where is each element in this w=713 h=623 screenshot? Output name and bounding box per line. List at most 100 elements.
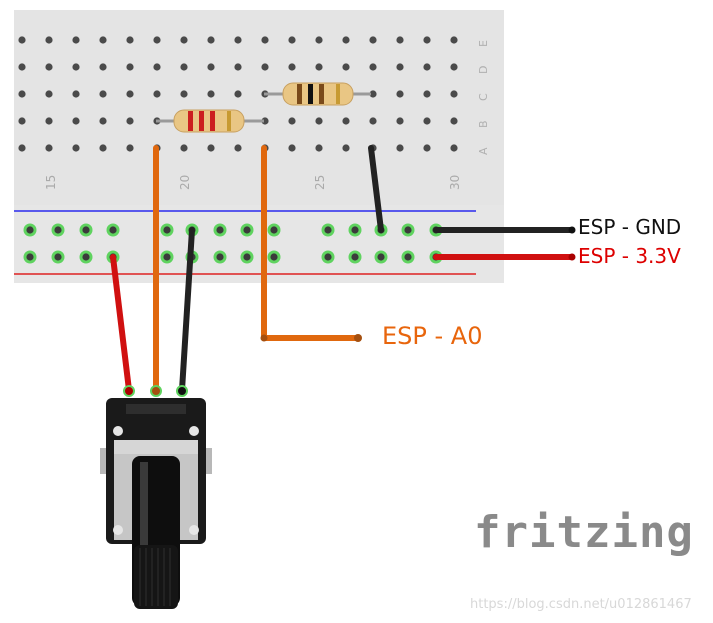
rail-hole: [216, 226, 224, 234]
breadboard-hole: [45, 144, 53, 152]
breadboard-hole: [45, 36, 53, 44]
breadboard-hole: [342, 144, 350, 152]
breadboard-hole: [450, 63, 458, 71]
breadboard-hole: [369, 36, 377, 44]
rail-hole: [26, 253, 34, 261]
breadboard-main: [14, 10, 504, 205]
resistor-1: [156, 109, 264, 133]
breadboard-hole: [18, 90, 26, 98]
breadboard-hole: [207, 90, 215, 98]
rail-hole: [216, 253, 224, 261]
breadboard-hole: [261, 117, 269, 125]
row-letter-e: E: [477, 40, 490, 47]
breadboard-hole: [99, 63, 107, 71]
rail-hole: [270, 226, 278, 234]
wire-red-pot: [110, 254, 132, 393]
breadboard-hole: [396, 144, 404, 152]
breadboard-hole: [72, 63, 80, 71]
breadboard-hole: [99, 36, 107, 44]
breadboard-hole: [18, 63, 26, 71]
breadboard-hole: [423, 90, 431, 98]
label-esp-3v3: ESP - 3.3V: [578, 244, 681, 268]
rail-hole: [324, 253, 332, 261]
wire-black-bridge: [368, 145, 384, 233]
breadboard-hole: [18, 117, 26, 125]
breadboard-hole: [423, 36, 431, 44]
breadboard-hole: [126, 36, 134, 44]
label-esp-gnd: ESP - GND: [578, 215, 682, 239]
breadboard-hole: [99, 117, 107, 125]
col-number-25: 25: [313, 175, 327, 190]
rail-hole: [163, 253, 171, 261]
breadboard-hole: [315, 117, 323, 125]
breadboard-hole: [396, 63, 404, 71]
potentiometer: [100, 385, 212, 609]
breadboard-power-rail: [14, 205, 504, 283]
breadboard-hole: [99, 90, 107, 98]
breadboard-hole: [450, 90, 458, 98]
breadboard-hole: [72, 36, 80, 44]
breadboard-hole: [72, 117, 80, 125]
breadboard-hole: [315, 36, 323, 44]
breadboard-hole: [234, 36, 242, 44]
breadboard-hole: [207, 144, 215, 152]
breadboard-hole: [72, 144, 80, 152]
wire-endpoints: [260, 226, 576, 342]
watermark-url: https://blog.csdn.net/u012861467: [470, 597, 692, 612]
breadboard-hole: [126, 117, 134, 125]
breadboard-hole: [369, 90, 377, 98]
rail-hole: [351, 226, 359, 234]
rail-hole: [26, 226, 34, 234]
breadboard-hole: [126, 63, 134, 71]
breadboard-hole: [261, 63, 269, 71]
wire-black-pot: [179, 227, 195, 393]
rail-hole: [270, 253, 278, 261]
label-esp-a0: ESP - A0: [382, 322, 483, 350]
breadboard-hole: [450, 36, 458, 44]
rail-hole: [163, 226, 171, 234]
breadboard-hole: [288, 117, 296, 125]
row-letter-a: A: [477, 147, 490, 155]
breadboard-hole: [288, 144, 296, 152]
breadboard-hole: [342, 36, 350, 44]
breadboard-hole: [153, 36, 161, 44]
breadboard-hole: [153, 63, 161, 71]
breadboard-hole: [234, 90, 242, 98]
breadboard-hole: [234, 144, 242, 152]
breadboard-hole: [342, 117, 350, 125]
breadboard-hole: [180, 144, 188, 152]
breadboard-hole: [234, 63, 242, 71]
breadboard-hole: [423, 63, 431, 71]
col-number-30: 30: [448, 175, 462, 190]
breadboard-hole: [369, 117, 377, 125]
breadboard-hole: [207, 36, 215, 44]
col-number-20: 20: [178, 175, 192, 190]
breadboard-hole: [396, 90, 404, 98]
breadboard-hole: [342, 63, 350, 71]
breadboard-hole: [207, 63, 215, 71]
rail-hole: [243, 226, 251, 234]
breadboard-hole: [450, 144, 458, 152]
rail-hole: [109, 226, 117, 234]
rail-hole: [54, 226, 62, 234]
breadboard-hole: [423, 144, 431, 152]
breadboard-hole: [45, 90, 53, 98]
breadboard-hole: [288, 36, 296, 44]
rail-hole: [351, 253, 359, 261]
breadboard-hole: [396, 36, 404, 44]
rail-hole: [377, 253, 385, 261]
rail-hole: [82, 253, 90, 261]
breadboard-hole: [18, 36, 26, 44]
breadboard-hole: [18, 144, 26, 152]
row-letter-b: B: [477, 120, 490, 128]
breadboard-hole: [45, 63, 53, 71]
breadboard-hole: [396, 117, 404, 125]
breadboard-hole: [99, 144, 107, 152]
rail-hole: [324, 226, 332, 234]
rail-hole: [404, 253, 412, 261]
breadboard-hole: [45, 117, 53, 125]
rail-hole: [82, 226, 90, 234]
row-letter-c: C: [477, 93, 490, 101]
breadboard-hole: [261, 36, 269, 44]
